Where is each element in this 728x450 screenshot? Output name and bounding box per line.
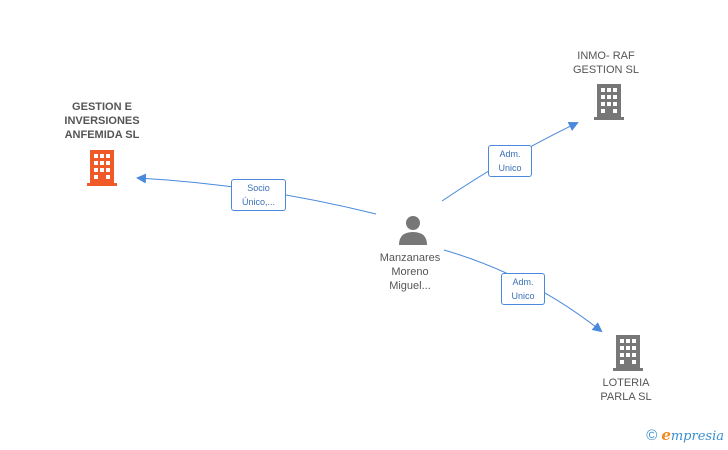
node-gestion-line-2: INVERSIONES [64, 115, 140, 127]
node-inmo-line-1: INMO- RAF [577, 50, 635, 62]
edge-label-adm-loteria-line-2: Unico [511, 291, 535, 301]
edge-label-socio-line-2: Único,... [241, 197, 275, 207]
building-icon[interactable] [594, 84, 624, 120]
node-gestion-line-3: ANFEMIDA SL [64, 129, 140, 141]
edge-label-adm-inmo-line-1: Adm. [499, 149, 521, 159]
node-loteria-line-2: PARLA SL [600, 391, 652, 403]
building-icon[interactable] [613, 335, 643, 371]
brand-initial: e [661, 426, 671, 444]
node-center-label[interactable]: Manzanares Moreno Miguel... [360, 251, 460, 293]
edge-label-adm-inmo[interactable]: Adm. Unico [488, 145, 532, 177]
node-inmo-line-2: GESTION SL [572, 64, 640, 76]
footer-brand: © empresia [646, 426, 724, 444]
brand-logo[interactable]: empresia [661, 426, 724, 444]
building-icon[interactable] [87, 150, 117, 186]
edge-label-adm-inmo-line-2: Unico [498, 163, 522, 173]
node-gestion-line-1: GESTION E [72, 101, 132, 113]
edge-label-socio-line-1: Socio [247, 183, 270, 193]
node-gestion-label[interactable]: GESTION E INVERSIONES ANFEMIDA SL [52, 100, 152, 142]
edge-label-socio[interactable]: Socio Único,... [231, 179, 286, 211]
node-center-line-1: Manzanares [379, 252, 441, 264]
node-loteria-line-1: LOTERIA [602, 377, 650, 389]
copyright-symbol: © [646, 426, 658, 444]
node-inmo-label[interactable]: INMO- RAF GESTION SL [556, 49, 656, 77]
node-center-line-2: Moreno [391, 266, 429, 278]
edge-label-adm-loteria-line-1: Adm. [512, 277, 534, 287]
node-center-line-3: Miguel... [389, 280, 431, 292]
edge-label-adm-loteria[interactable]: Adm. Unico [501, 273, 545, 305]
person-icon[interactable] [398, 215, 428, 245]
node-loteria-label[interactable]: LOTERIA PARLA SL [576, 376, 676, 404]
brand-name: mpresia [670, 429, 724, 444]
